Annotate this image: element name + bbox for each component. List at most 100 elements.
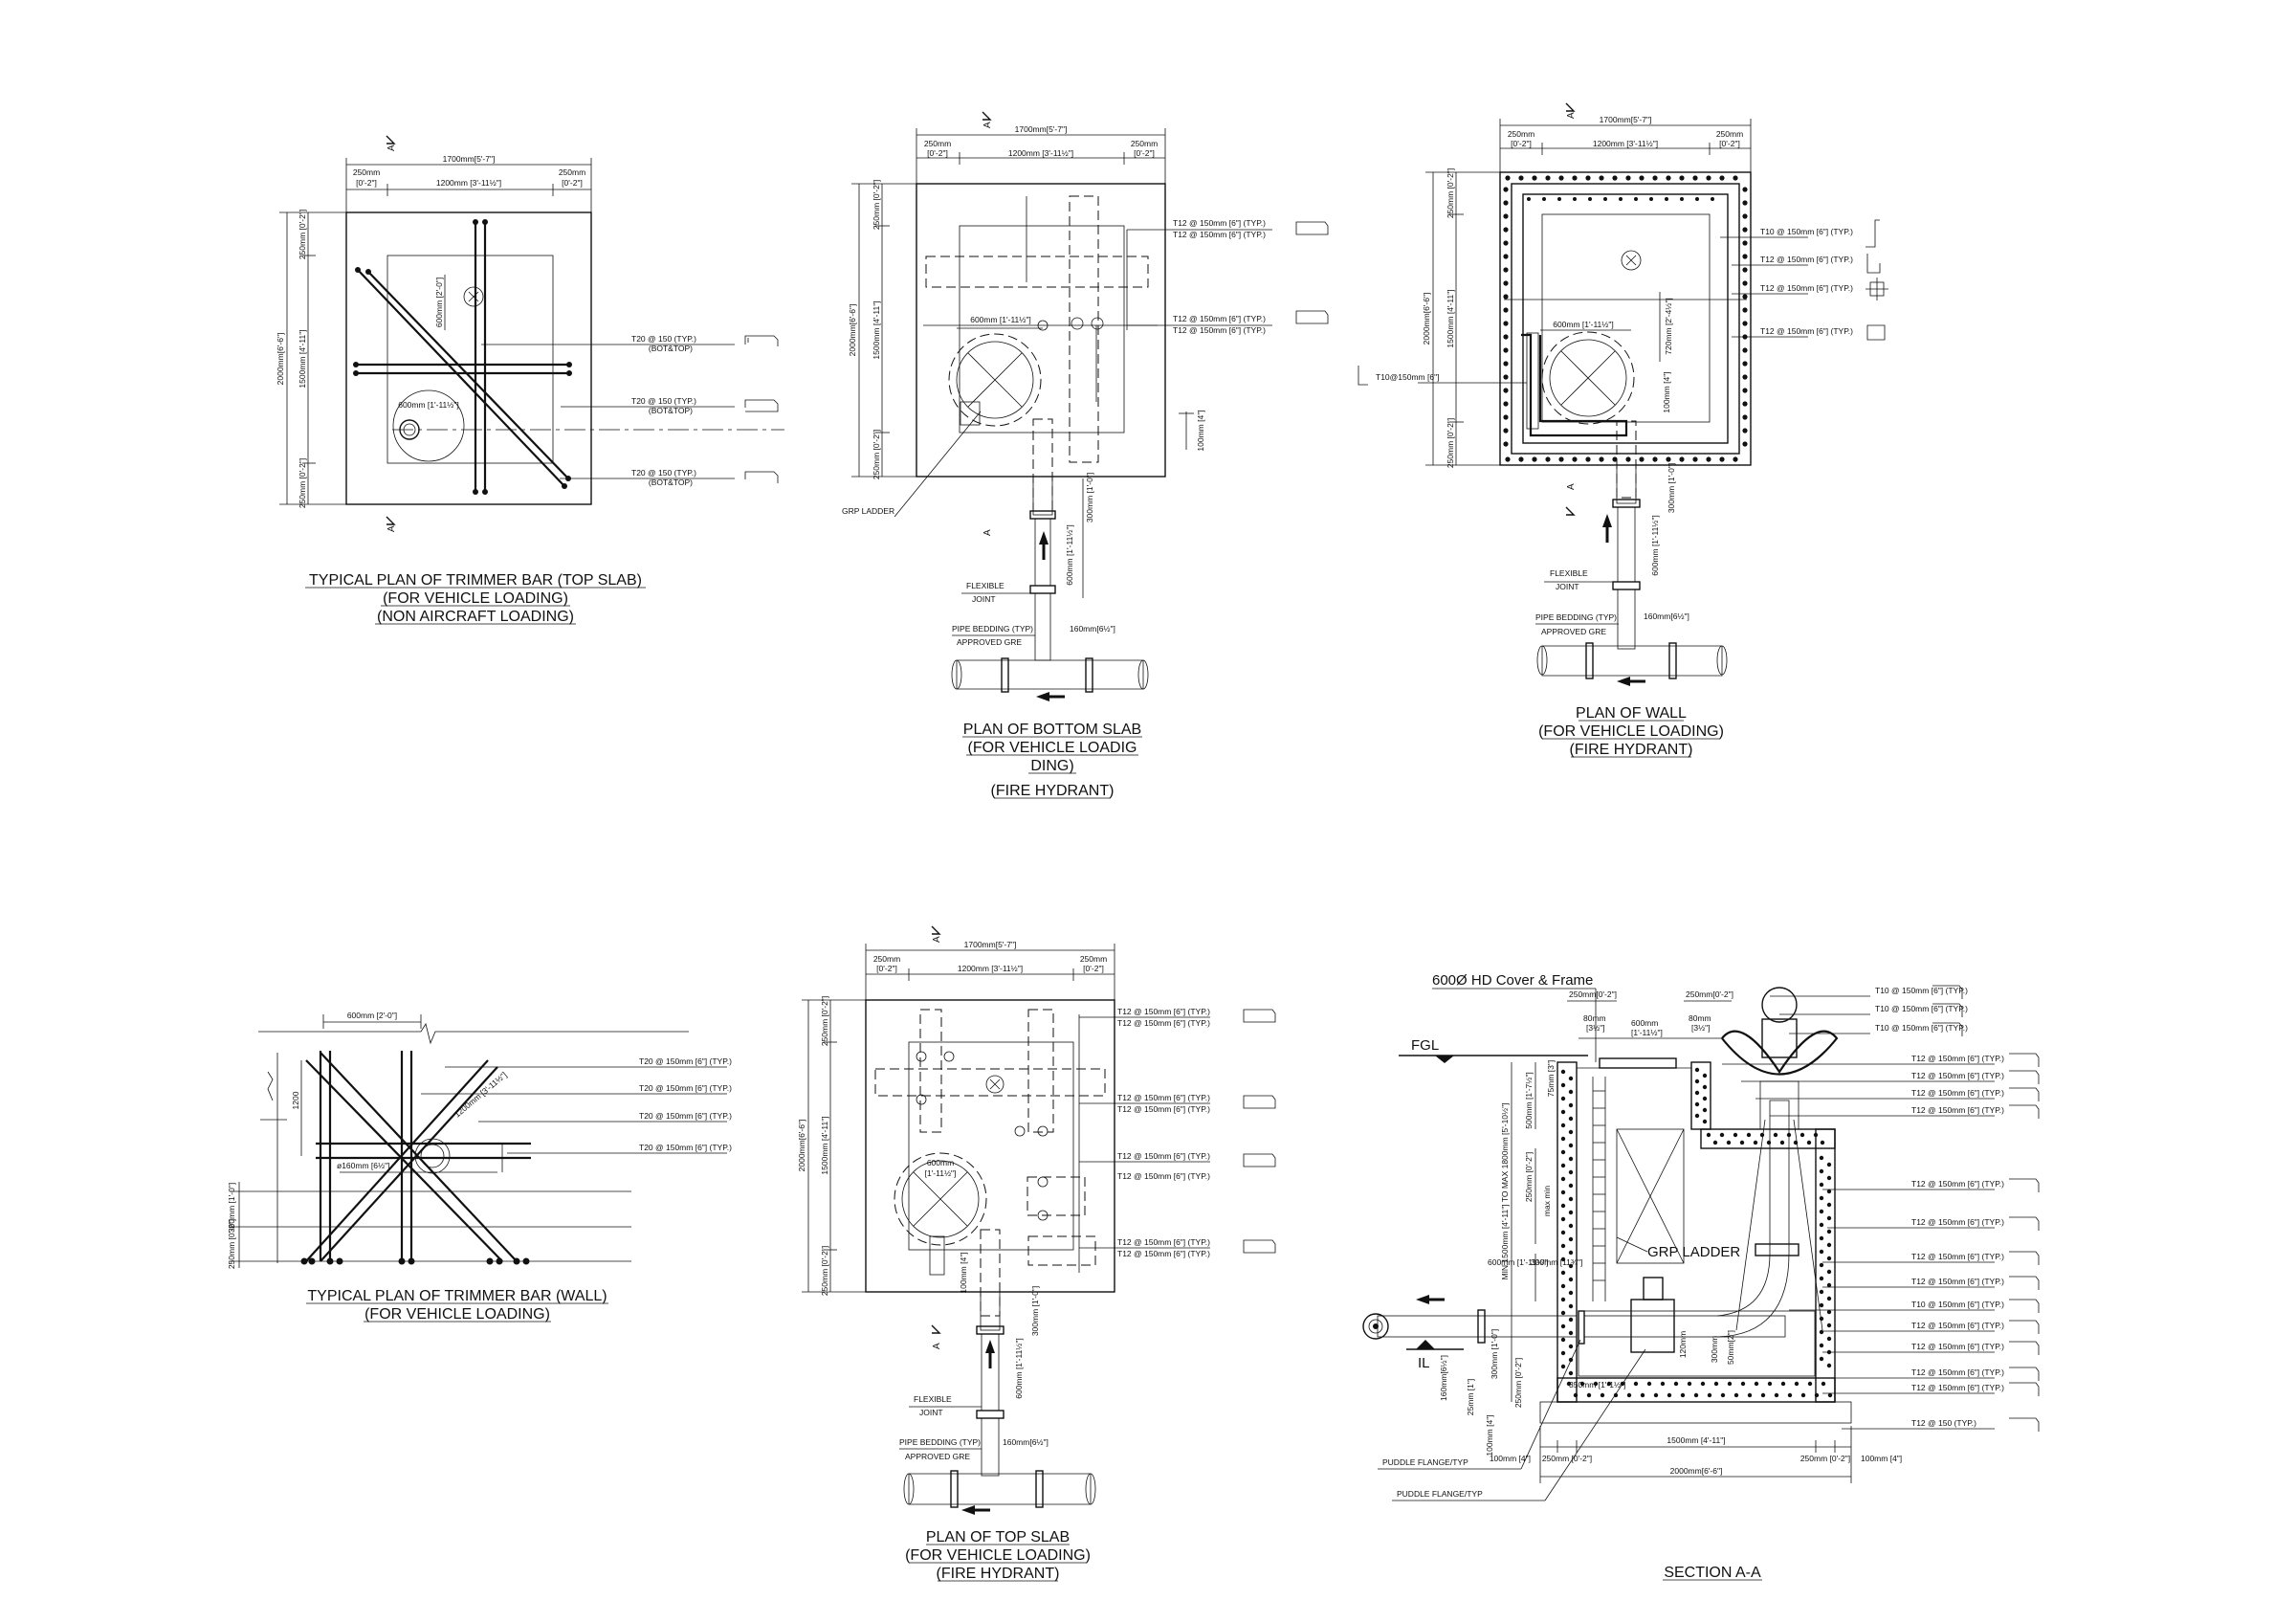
p3-dim-overall: 1700mm[5'-7"]	[1600, 115, 1652, 124]
p5-title-2: (FOR VEHICLE LOADING)	[905, 1547, 1091, 1564]
p6-note: T12 @ 150mm [6"] (TYP.)	[1911, 1367, 2004, 1377]
rebar-dot	[1673, 1381, 1679, 1387]
rebar-dot	[1532, 456, 1537, 462]
rebar-dot	[1702, 1073, 1708, 1078]
rebar-dot	[1692, 175, 1698, 181]
p5-label-bed: PIPE BEDDING (TYP)	[899, 1437, 981, 1447]
rebar-dot	[1568, 1330, 1574, 1336]
p3-dim-h-top: 250mm [0'-2"]	[1446, 168, 1455, 218]
rebar-dot	[1827, 1392, 1833, 1398]
rebar-dot	[1739, 1140, 1745, 1145]
p2-label-ladder: GRP LADDER	[842, 506, 894, 516]
bar-shape-icon	[1932, 1022, 1963, 1036]
rebar-dot	[1742, 280, 1748, 286]
p6-puddle-2: PUDDLE FLANGE/TYP	[1397, 1489, 1483, 1499]
rebar-dot	[1560, 1310, 1566, 1316]
rebar-dot	[1560, 1203, 1566, 1209]
p5-note-3: T12 @ 150mm [6"] (TYP.)	[1117, 1093, 1210, 1102]
rebar-dot	[1719, 456, 1725, 462]
p2-dim-open-w: 600mm [1'-11½"]	[970, 315, 1031, 324]
rebar-dot	[1503, 321, 1509, 326]
p5-note-1: T12 @ 150mm [6"] (TYP.)	[1117, 1007, 1210, 1016]
rebar-dot	[1826, 1282, 1832, 1288]
rebar-dot	[1719, 175, 1725, 181]
p1-note-1b: (BOT&TOP)	[649, 344, 693, 353]
rebar-dot	[1568, 1143, 1574, 1148]
rebar-dot	[1503, 374, 1509, 380]
rebar-dot	[1742, 267, 1748, 273]
p6-dim-v300: 300mm [11¾"]	[1531, 1257, 1582, 1267]
rebar-dot	[1625, 175, 1631, 181]
rebar-dot	[1807, 1381, 1813, 1387]
p6-note: T10 @ 150mm [6"] (TYP.)	[1875, 986, 1968, 995]
p5-dim-h-bot: 250mm [0'-2"]	[820, 1246, 829, 1296]
rebar-dot	[1560, 1163, 1566, 1168]
bar-shape-icon	[2009, 1299, 2040, 1313]
rebar-dot	[1826, 1309, 1832, 1315]
rebar-dot	[1560, 1189, 1566, 1195]
rebar-dot	[1819, 1195, 1824, 1201]
rebar-dot	[1742, 240, 1748, 246]
rebar-dot	[1742, 200, 1748, 206]
rebar-dot	[1746, 1132, 1752, 1138]
p6-dim-v100: 100mm [4"]	[1485, 1414, 1494, 1456]
p6-note: T10 @ 150mm [6"] (TYP.)	[1875, 1023, 1968, 1033]
rebar-dot	[1503, 334, 1509, 340]
rebar-dot	[1742, 294, 1748, 300]
p5-dim-h-mid: 1500mm [4'-11"]	[820, 1116, 829, 1174]
p6-note: T12 @ 150mm [6"] (TYP.)	[1911, 1179, 2004, 1189]
rebar-dot	[1560, 1123, 1566, 1128]
p3-dim-pipe-v: 300mm [1'-0"]	[1667, 463, 1676, 513]
p2-label-bed: PIPE BEDDING (TYP)	[952, 624, 1033, 634]
rebar-dot	[1652, 175, 1658, 181]
rebar-dot	[1742, 321, 1748, 326]
rebar-dot	[1679, 175, 1685, 181]
p4-dim-h2: 250mm [0'-2"]	[227, 1219, 236, 1269]
p1-dim-side-l: 250mm	[353, 167, 380, 177]
rebar-dot	[1819, 1289, 1824, 1295]
rebar-dot	[1503, 213, 1509, 219]
rebar-dot	[1586, 1392, 1592, 1398]
rebar-dot	[1503, 254, 1509, 259]
rebar-dot	[1568, 1129, 1574, 1135]
rebar-dot	[1560, 1350, 1566, 1356]
p6-dim-c80r-ft: [3½"]	[1691, 1023, 1711, 1033]
p1-dim-open-w: 600mm [1'-11½"]	[398, 400, 459, 410]
p3-label-flex-2: JOINT	[1556, 582, 1579, 591]
rebar-dot	[1821, 1381, 1826, 1387]
plan-trimmer-wall: 600mm [2'-0"] 1200 300mm [1'-0"] 250mm […	[227, 1011, 732, 1323]
p4-note-1: T20 @ 150mm [6"] (TYP.)	[639, 1056, 732, 1066]
p6-dim-v300v: 300mm	[1710, 1336, 1719, 1363]
rebar-dot	[1560, 1364, 1566, 1369]
rebar-dot	[1619, 197, 1623, 201]
rebar-dot	[1518, 175, 1524, 181]
p2-dim-h-overall: 2000mm[6'-6"]	[848, 304, 857, 357]
rebar-dot	[1542, 197, 1546, 201]
p2-note-4: T12 @ 150mm [6"] (TYP.)	[1173, 325, 1266, 335]
rebar-dot	[1687, 1381, 1692, 1387]
p6-dim-b2000: 2000mm[6'-6"]	[1670, 1466, 1723, 1476]
rebar-dot	[1560, 1176, 1566, 1182]
p4-title-2: (FOR VEHICLE LOADING)	[364, 1306, 550, 1323]
p5-dim-mid: 1200mm [3'-11½"]	[958, 964, 1023, 973]
p6-note: T12 @ 150mm [6"] (TYP.)	[1911, 1342, 2004, 1351]
p2-dim-h-mid: 1500mm [4'-11"]	[872, 300, 881, 359]
p6-dim-b250r: 250mm [0'-2"]	[1800, 1454, 1850, 1463]
rebar-dot	[1503, 428, 1509, 434]
rebar-dot	[1794, 1381, 1799, 1387]
p6-rebar-dots	[1560, 1067, 1833, 1398]
rebar-dot	[1742, 414, 1748, 420]
p1-dim-h-mid: 1500mm [4'-11"]	[298, 329, 307, 388]
rebar-dot	[1503, 347, 1509, 353]
rebar-dot	[1826, 1189, 1832, 1194]
p6-dim-v25: 25mm [1"]	[1466, 1379, 1475, 1415]
rebar-dot	[1666, 456, 1671, 462]
p3-title-1: PLAN OF WALL	[1576, 705, 1687, 722]
p1-dim-mid: 1200mm [3'-11½"]	[436, 178, 501, 188]
rebar-dot	[1813, 1132, 1819, 1138]
rebar-dot	[1568, 1277, 1574, 1282]
rebar-dot	[1819, 1235, 1824, 1241]
p5-dim-side-l: 250mm	[873, 954, 900, 964]
rebar-dot	[1568, 1116, 1574, 1122]
rebar-dot	[1733, 456, 1738, 462]
